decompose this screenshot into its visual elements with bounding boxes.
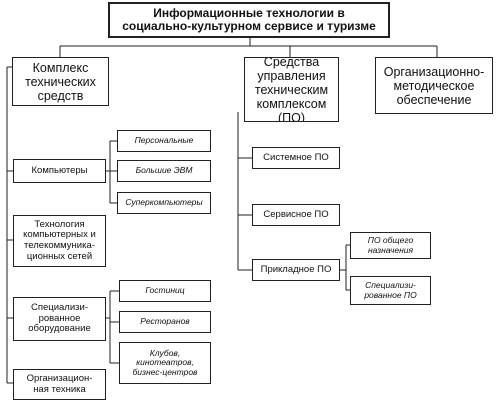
general-software-label: ПО общего назначения	[367, 234, 414, 255]
restaurants-label: Ресторанов	[140, 316, 190, 327]
methodical-support-box: Организационно- методическое обеспечение	[375, 57, 493, 114]
supercomputers-box: Суперкомпьютеры	[117, 192, 211, 214]
hotels-box: Гостиниц	[119, 280, 211, 302]
software-management-box: Средства управления техническим комплекс…	[244, 57, 339, 122]
system-software-box: Системное ПО	[252, 147, 340, 169]
title-text: Информационные технологии в социально-ку…	[122, 5, 376, 33]
specialized-software-label: Специализи- рованное ПО	[364, 279, 417, 300]
general-software-box: ПО общего назначения	[350, 232, 431, 259]
methodical-support-label: Организационно- методическое обеспечение	[383, 64, 485, 107]
special-equipment-label: Специализи- рованное оборудование	[28, 302, 91, 335]
specialized-software-box: Специализи- рованное ПО	[350, 276, 431, 305]
mainframes-label: Большие ЭВМ	[135, 165, 193, 176]
restaurants-box: Ресторанов	[119, 311, 211, 333]
computers-box: Компьютеры	[13, 159, 106, 183]
personal-computers-box: Персональные	[117, 130, 211, 152]
office-equipment-label: Организацион- ная техника	[26, 372, 93, 395]
supercomputers-label: Суперкомпьютеры	[125, 197, 203, 208]
clubs-label: Клубов, кинотеатров, бизнес-центров	[132, 347, 198, 377]
title-box: Информационные технологии в социально-ку…	[108, 2, 390, 38]
applied-software-label: Прикладное ПО	[260, 263, 332, 275]
telecom-label: Технология компьютерных и телекоммуника-…	[23, 218, 96, 262]
software-management-label: Средства управления техническим комплекс…	[254, 57, 329, 122]
service-software-label: Сервисное ПО	[263, 208, 329, 220]
hardware-label: Комплекс технических средств	[25, 60, 96, 103]
hardware-box: Комплекс технических средств	[12, 57, 109, 106]
service-software-box: Сервисное ПО	[252, 204, 340, 226]
computers-label: Компьютеры	[31, 164, 88, 176]
hotels-label: Гостиниц	[145, 285, 185, 296]
system-software-label: Системное ПО	[263, 151, 329, 163]
office-equipment-box: Организацион- ная техника	[13, 369, 106, 400]
personal-computers-label: Персональные	[134, 135, 194, 146]
mainframes-box: Большие ЭВМ	[117, 160, 211, 182]
applied-software-box: Прикладное ПО	[252, 259, 340, 281]
clubs-box: Клубов, кинотеатров, бизнес-центров	[119, 342, 211, 384]
telecom-box: Технология компьютерных и телекоммуника-…	[13, 215, 106, 267]
special-equipment-box: Специализи- рованное оборудование	[13, 297, 106, 341]
